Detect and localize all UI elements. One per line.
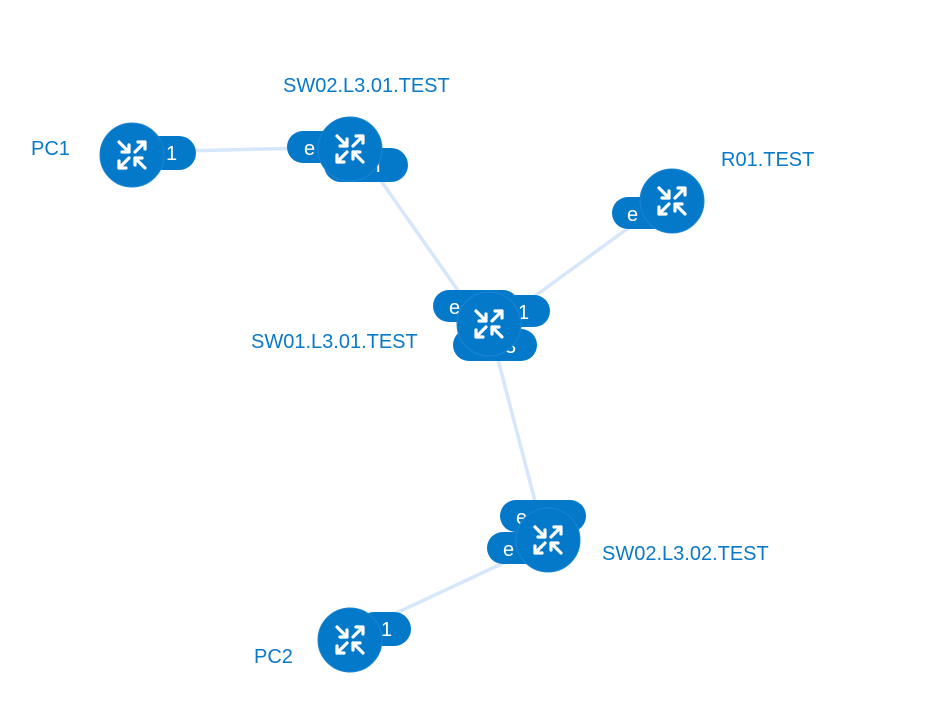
- node-pc2[interactable]: [317, 607, 383, 673]
- router-icon: [117, 140, 147, 170]
- svg-text:l: l: [376, 155, 380, 177]
- router-icon: [533, 525, 563, 555]
- svg-text:1: 1: [381, 619, 392, 641]
- node-sw02-l3-01[interactable]: [317, 116, 383, 182]
- link-r01-sw01-l3-01[interactable]: [522, 216, 644, 306]
- svg-text:1: 1: [166, 143, 177, 165]
- node-label-sw02-l3-01: SW02.L3.01.TEST: [283, 75, 450, 97]
- router-icon: [657, 186, 687, 216]
- router-icon: [335, 625, 365, 655]
- interfaces-layer: 1 e l e e 1 3 e: [140, 131, 674, 646]
- labels-layer: PC1 SW02.L3.01.TEST R01.TEST SW01.L3.01.…: [31, 75, 814, 668]
- node-label-sw02-l3-02: SW02.L3.02.TEST: [602, 543, 769, 565]
- svg-text:e: e: [449, 297, 460, 319]
- router-icon: [335, 134, 365, 164]
- link-sw01-l3-01-sw02-l3-02[interactable]: [494, 350, 542, 522]
- node-label-pc2: PC2: [254, 646, 293, 668]
- node-label-sw01-l3-01: SW01.L3.01.TEST: [251, 331, 418, 353]
- node-pc1[interactable]: [99, 122, 165, 188]
- node-sw02-l3-02[interactable]: [515, 507, 581, 573]
- svg-text:e: e: [627, 204, 638, 226]
- svg-text:e: e: [516, 507, 527, 529]
- node-sw01-l3-01[interactable]: [456, 291, 522, 357]
- node-label-r01: R01.TEST: [721, 149, 814, 171]
- svg-text:e: e: [503, 539, 514, 561]
- svg-text:e: e: [304, 138, 315, 160]
- node-r01[interactable]: [639, 168, 705, 234]
- nodes-layer: [99, 116, 705, 673]
- router-icon: [474, 309, 504, 339]
- node-label-pc1: PC1: [31, 138, 70, 160]
- svg-text:1: 1: [518, 302, 529, 324]
- link-sw02-l3-01-sw01-l3-01[interactable]: [370, 166, 468, 304]
